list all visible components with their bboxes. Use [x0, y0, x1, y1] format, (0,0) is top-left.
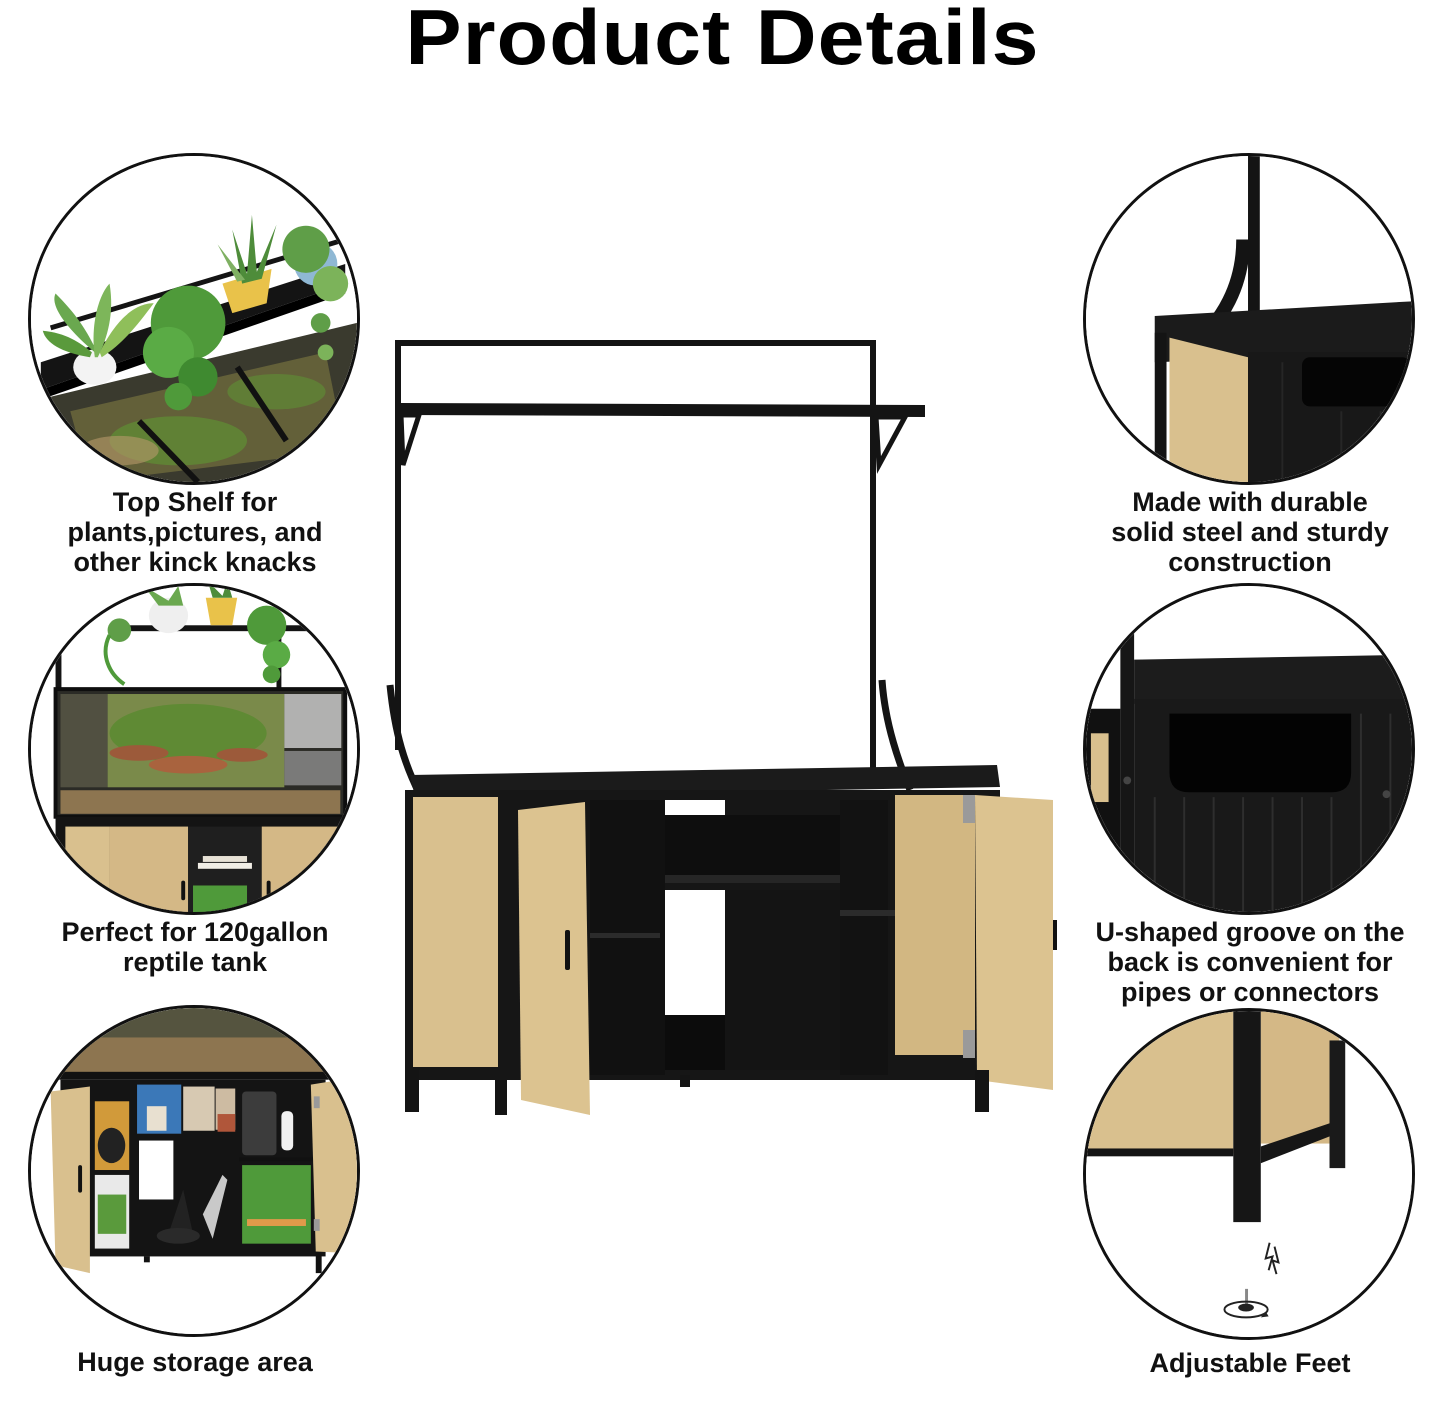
u-groove-caption: U-shaped groove on the back is convenien…: [1095, 917, 1405, 1007]
adjustable-foot-icon: [1086, 1011, 1412, 1337]
tank-fit-caption: Perfect for 120gallon reptile tank: [61, 917, 329, 977]
steel-frame-icon: [1086, 156, 1412, 482]
storage-caption: Huge storage area: [77, 1347, 313, 1377]
adjustable-feet-detail-image: [1083, 1008, 1415, 1340]
u-groove-icon: [1086, 586, 1412, 912]
u-groove-detail-image: [1083, 583, 1415, 915]
page-title: Product Details: [405, 0, 1040, 81]
storage-cabinet-icon: [31, 1008, 357, 1334]
adjustable-feet-caption: Adjustable Feet: [1149, 1348, 1351, 1378]
tank-fit-detail-image: [28, 583, 360, 915]
steel-construction-detail-image: [1083, 153, 1415, 485]
plant-shelf-icon: [31, 156, 357, 482]
reptile-tank-stand-icon: [386, 340, 1057, 1115]
steel-construction-caption: Made with durable solid steel and sturdy…: [1111, 487, 1389, 577]
top-shelf-detail-image: [28, 153, 360, 485]
top-shelf-caption: Top Shelf for plants,pictures, and other…: [67, 487, 323, 577]
main-product-image: [385, 335, 1075, 1125]
storage-detail-image: [28, 1005, 360, 1337]
reptile-tank-icon: [31, 586, 357, 912]
